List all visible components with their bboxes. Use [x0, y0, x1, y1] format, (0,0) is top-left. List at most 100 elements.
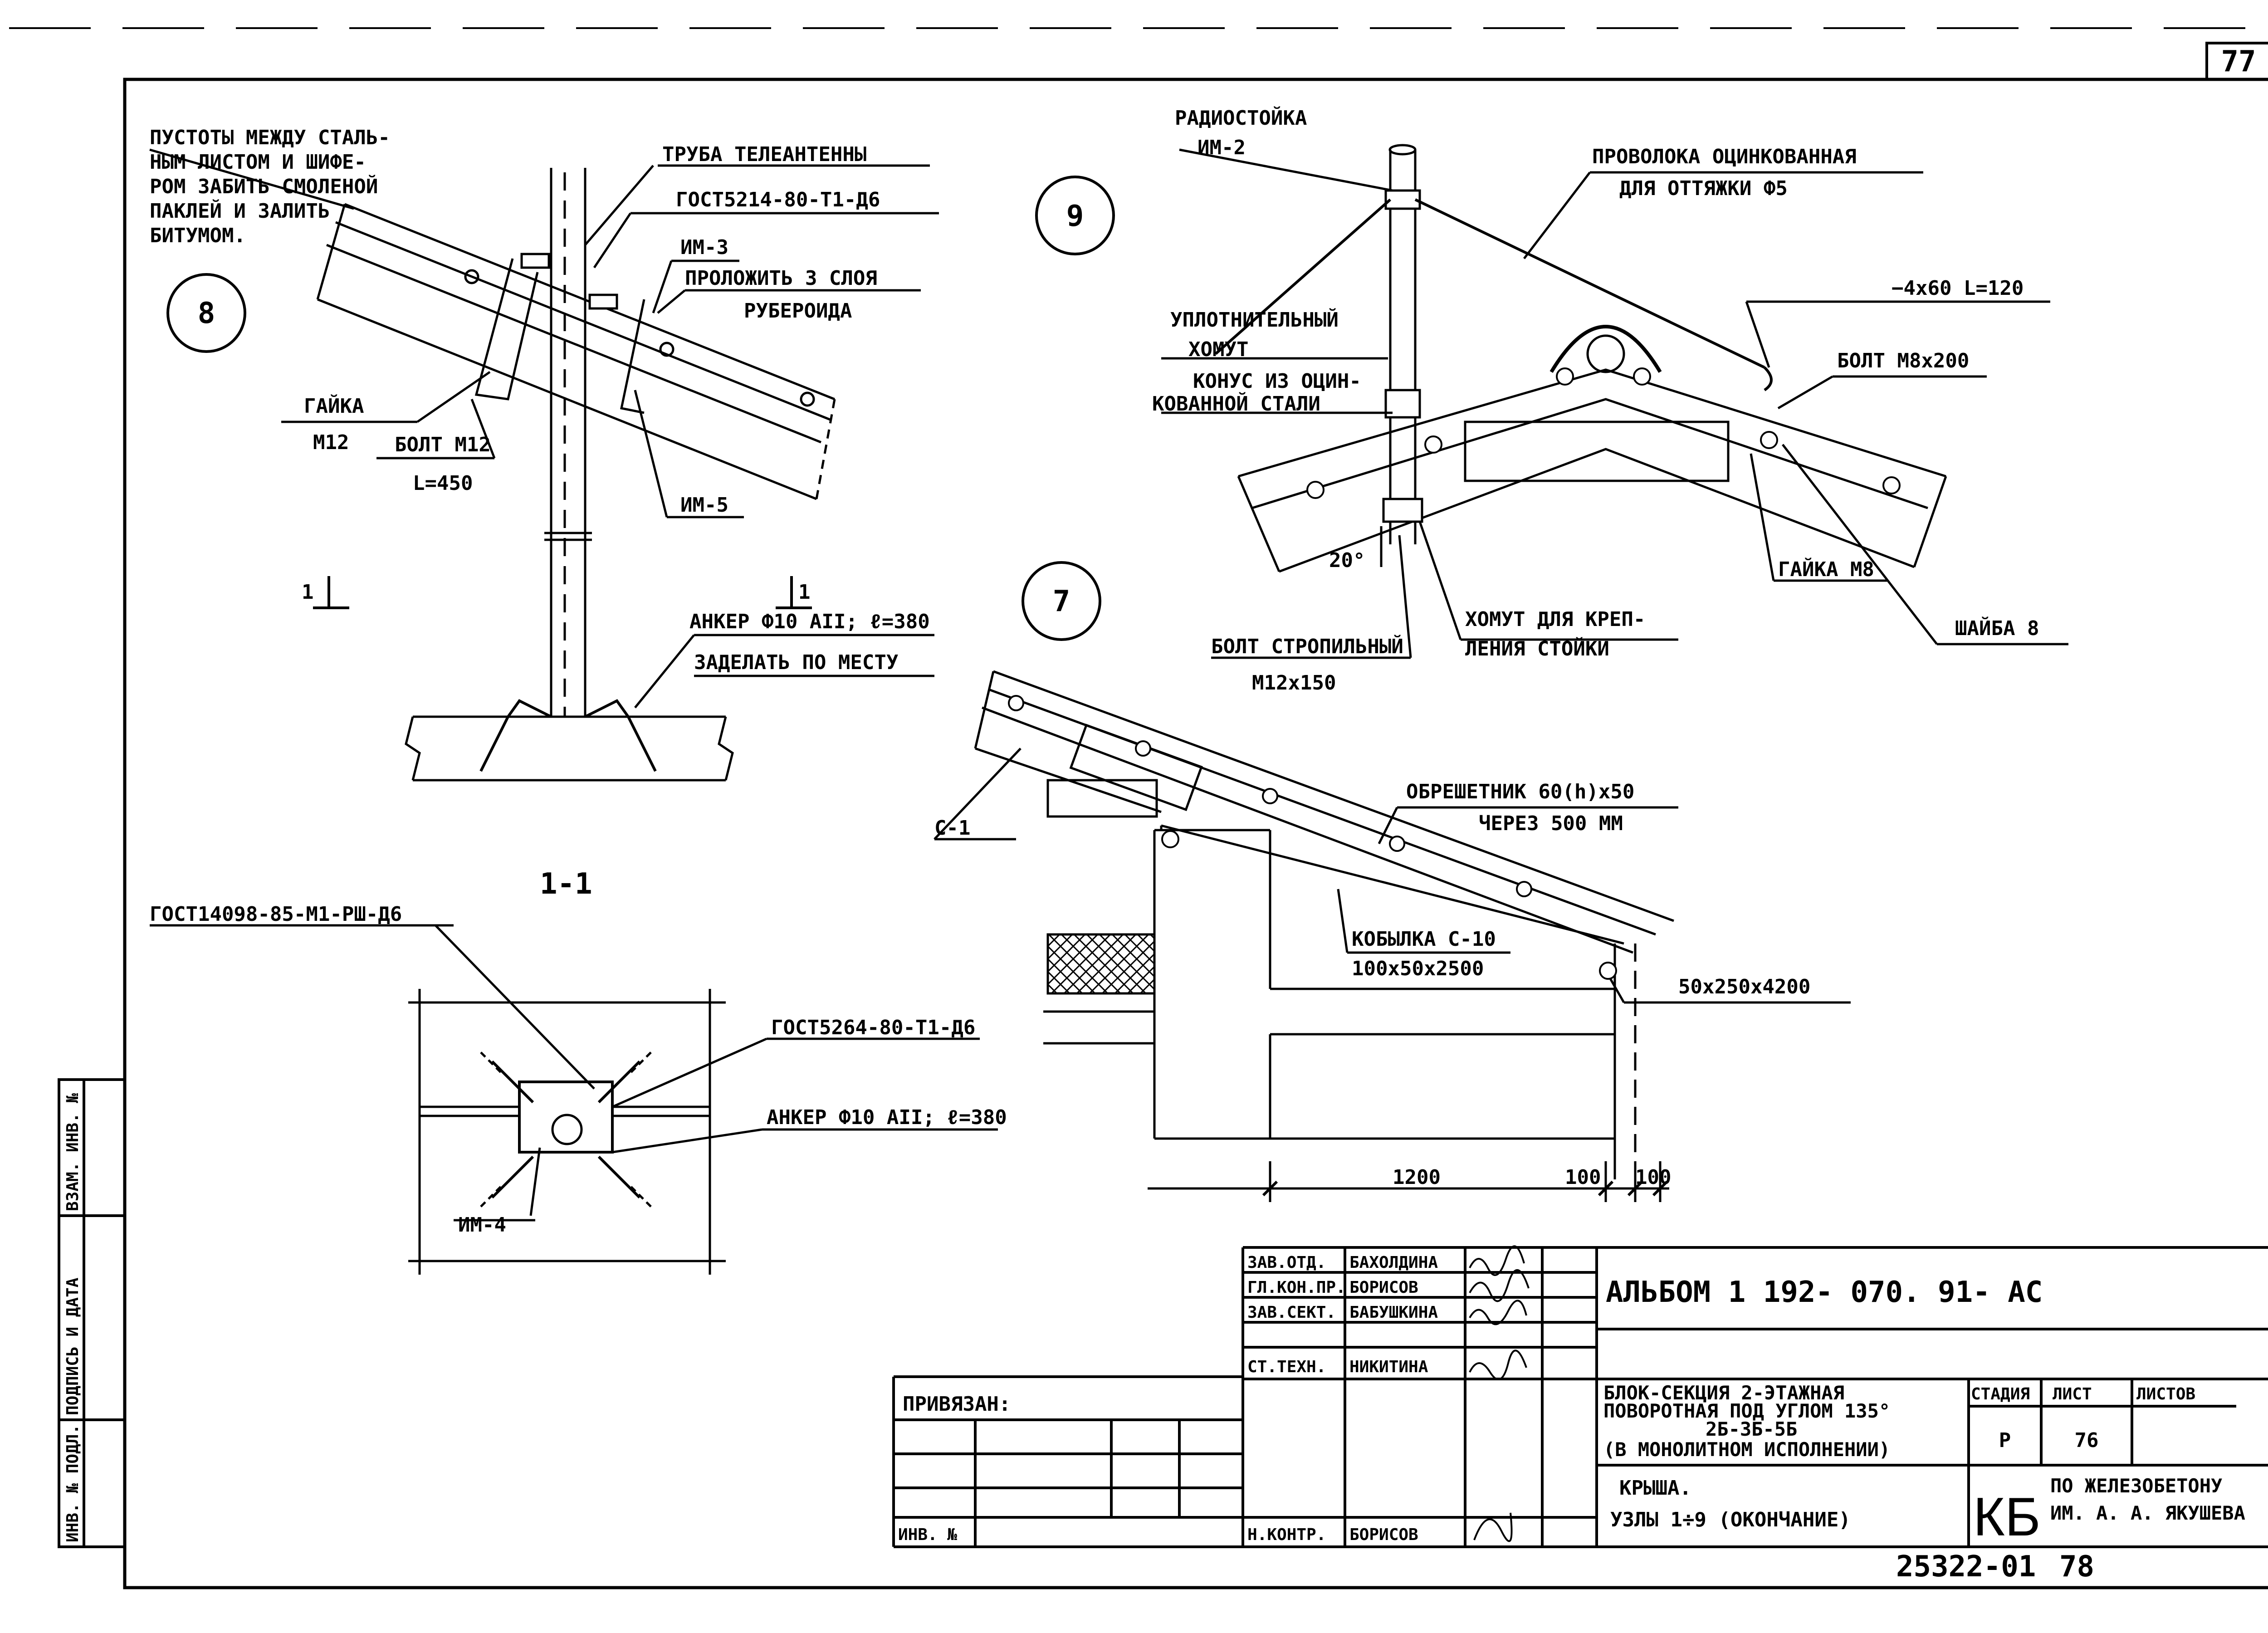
im5-label: ИМ-5	[680, 494, 728, 517]
rafter-bolt-line-2: М12х150	[1252, 671, 1336, 694]
role-3: ЗАВ.СЕКТ.	[1247, 1303, 1336, 1322]
section-anchor: АНКЕР Ф10 АII; ℓ=380	[767, 1106, 1007, 1129]
org-line-1: ПО ЖЕЛЕЗОБЕТОНУ	[2050, 1475, 2222, 1497]
board-label: 50х250х4200	[1678, 975, 1810, 998]
drawing-frame	[123, 78, 2268, 1589]
sheets-header: ЛИСТОВ	[2136, 1385, 2195, 1403]
node-8-detail	[149, 148, 939, 782]
kobylka-line-1: КОБЫЛКА С-10	[1352, 928, 1496, 951]
pipe-label: ТРУБА ТЕЛЕАНТЕННЫ	[662, 143, 866, 166]
node-8-note-2: НЫМ ЛИСТОМ И ШИФЕ-	[150, 151, 366, 174]
album-label: АЛЬБОМ 1 192- 070. 91- АС	[1606, 1276, 2043, 1309]
role-1: ЗАВ.ОТД.	[1247, 1253, 1326, 1272]
nkontr-name: БОРИСОВ	[1349, 1525, 1418, 1544]
section-im4: ИМ-4	[458, 1213, 506, 1237]
title-block	[892, 1246, 2268, 1548]
im3-label: ИМ-3	[680, 236, 728, 259]
cone-line-2: КОВАННОЙ СТАЛИ	[1152, 391, 1320, 416]
sidebar-label-inv: ИНВ. № ПОДЛ.	[64, 1424, 82, 1542]
title-line-2: ПОВОРОТНАЯ ПОД УГЛОМ 135°	[1603, 1400, 1890, 1422]
sheet-value: 76	[2075, 1429, 2099, 1452]
name-5: НИКИТИНА	[1349, 1358, 1428, 1376]
node-9-labels: 9 РАДИОСТОЙКА ИМ-2 ПРОВОЛОКА ОЦИНКОВАННА…	[1066, 106, 2039, 694]
nkontr-role: Н.КОНТР.	[1247, 1525, 1326, 1544]
node-8-note-5: БИТУМОМ.	[150, 224, 246, 247]
org-logo: КБ	[1973, 1486, 2041, 1547]
node-9-number: 9	[1066, 200, 1084, 233]
node-8-note-4: ПАКЛЕЙ И ЗАЛИТЬ	[150, 199, 330, 223]
wire-line-1: ПРОВОЛОКА ОЦИНКОВАННАЯ	[1592, 145, 1857, 168]
dim-1200: 1200	[1393, 1166, 1441, 1189]
sidebar-label-replace: ВЗАМ. ИНВ. №	[64, 1093, 82, 1211]
name-2: БОРИСОВ	[1349, 1278, 1418, 1297]
bolt-m8-label: БОЛТ М8х200	[1837, 349, 1969, 372]
privyazan-label: ПРИВЯЗАН:	[903, 1393, 1011, 1416]
sheet-header: ЛИСТ	[2053, 1385, 2092, 1403]
strip-label: −4х60 L=120	[1892, 277, 2024, 300]
dim-100a: 100	[1565, 1166, 1601, 1189]
left-sidebar: ИНВ. № ПОДЛ. ПОДПИСЬ И ДАТА ВЗАМ. ИНВ. №	[58, 1078, 126, 1548]
nut-m8-label: ГАЙКА М8	[1778, 557, 1874, 581]
clamp-line-2: ЛЕНИЯ СТОЙКИ	[1465, 636, 1609, 660]
seal-line-2: ХОМУТ	[1188, 338, 1248, 361]
section-gost-right: ГОСТ5264-80-Т1-Д6	[771, 1016, 975, 1039]
bolt-line-1: БОЛТ М12	[395, 433, 491, 456]
pipe-gost: ГОСТ5214-80-Т1-Д6	[676, 188, 880, 211]
stage-header: СТАДИЯ	[1971, 1385, 2030, 1403]
node-7-fasteners	[1008, 695, 1617, 980]
node-8-labels: 8 ПУСТОТЫ МЕЖДУ СТАЛЬ- НЫМ ЛИСТОМ И ШИФЕ…	[150, 126, 930, 674]
sheet-edge-marks	[9, 27, 2268, 29]
title-line-3: 2Б-3Б-5Б	[1706, 1418, 1797, 1440]
node-8-note-1: ПУСТОТЫ МЕЖДУ СТАЛЬ-	[150, 126, 390, 149]
title-line-1: БЛОК-СЕКЦИЯ 2-ЭТАЖНАЯ	[1603, 1382, 1844, 1404]
rack-line-1: РАДИОСТОЙКА	[1175, 106, 1307, 130]
rafter-bolt-line-1: БОЛТ СТРОПИЛЬНЫЙ	[1211, 634, 1403, 658]
section-1-1-labels: 1-1 ГОСТ14098-85-М1-РШ-Д6 ГОСТ5264-80-Т1…	[150, 867, 1007, 1237]
cone-line-1: КОНУС ИЗ ОЦИН-	[1193, 370, 1361, 393]
name-1: БАХОЛДИНА	[1349, 1253, 1438, 1272]
role-5: СТ.ТЕХН.	[1247, 1358, 1326, 1376]
org-line-2: ИМ. А. А. ЯКУШЕВА	[2050, 1502, 2245, 1524]
wire-line-2: ДЛЯ ОТТЯЖКИ Ф5	[1619, 177, 1788, 200]
rack-line-2: ИМ-2	[1198, 136, 1246, 159]
sub-line-2: УЗЛЫ 1÷9 (ОКОНЧАНИЕ)	[1610, 1508, 1851, 1531]
section-1-1	[150, 924, 998, 1275]
dim-100b: 100	[1635, 1166, 1671, 1189]
section-title: 1-1	[540, 867, 592, 901]
batten-line-2: ЧЕРЕЗ 500 ММ	[1479, 812, 1623, 835]
bolt-line-2: L=450	[413, 472, 473, 495]
section-gost-top: ГОСТ14098-85-М1-РШ-Д6	[150, 903, 402, 926]
sheet-code: 25322-01	[1896, 1550, 2036, 1584]
clamp-line-1: ХОМУТ ДЛЯ КРЕП-	[1465, 608, 1645, 631]
lay-line-2: РУБЕРОИДА	[744, 299, 852, 323]
kobylka-line-2: 100х50х2500	[1352, 957, 1484, 980]
sidebar-label-sign: ПОДПИСЬ И ДАТА	[64, 1277, 82, 1415]
node-9-detail	[1035, 144, 2068, 659]
node-9-fasteners	[1306, 367, 1901, 499]
angle-label: 20°	[1329, 549, 1365, 572]
cut-mark-left: 1	[302, 581, 314, 604]
node-8-note-3: РОМ ЗАБИТЬ СМОЛЕНОЙ	[150, 174, 378, 198]
node-8-number: 8	[198, 297, 215, 330]
c1-label: С-1	[934, 816, 970, 840]
lay-line-1: ПРОЛОЖИТЬ 3 СЛОЯ	[685, 267, 877, 290]
signatures	[1469, 1245, 1530, 1542]
washer-label: ШАЙБА 8	[1955, 616, 2039, 640]
sheet-code-number: 78	[2059, 1550, 2094, 1584]
title-line-4: (В МОНОЛИТНОМ ИСПОЛНЕНИИ)	[1603, 1438, 1890, 1461]
page-number-box	[2205, 42, 2268, 81]
cut-mark-right: 1	[798, 581, 811, 604]
anchor-line-2: ЗАДЕЛАТЬ ПО МЕСТУ	[694, 651, 898, 674]
title-block-text: АЛЬБОМ 1 192- 070. 91- АС ЗАВ.ОТД. БАХОЛ…	[898, 1253, 2245, 1584]
sub-line-1: КРЫША.	[1619, 1477, 1691, 1500]
page-number: 77	[2221, 45, 2256, 78]
nut-line-1: ГАЙКА	[304, 394, 364, 418]
batten-line-1: ОБРЕШЕТНИК 60(h)х50	[1406, 780, 1634, 803]
stage-value: Р	[1999, 1429, 2011, 1452]
role-2: ГЛ.КОН.ПР.	[1247, 1278, 1346, 1297]
node-7-number: 7	[1053, 585, 1070, 618]
nut-line-2: М12	[313, 431, 349, 454]
inv-no-label: ИНВ. №	[898, 1525, 957, 1544]
seal-line-1: УПЛОТНИТЕЛЬНЫЙ	[1170, 308, 1339, 332]
